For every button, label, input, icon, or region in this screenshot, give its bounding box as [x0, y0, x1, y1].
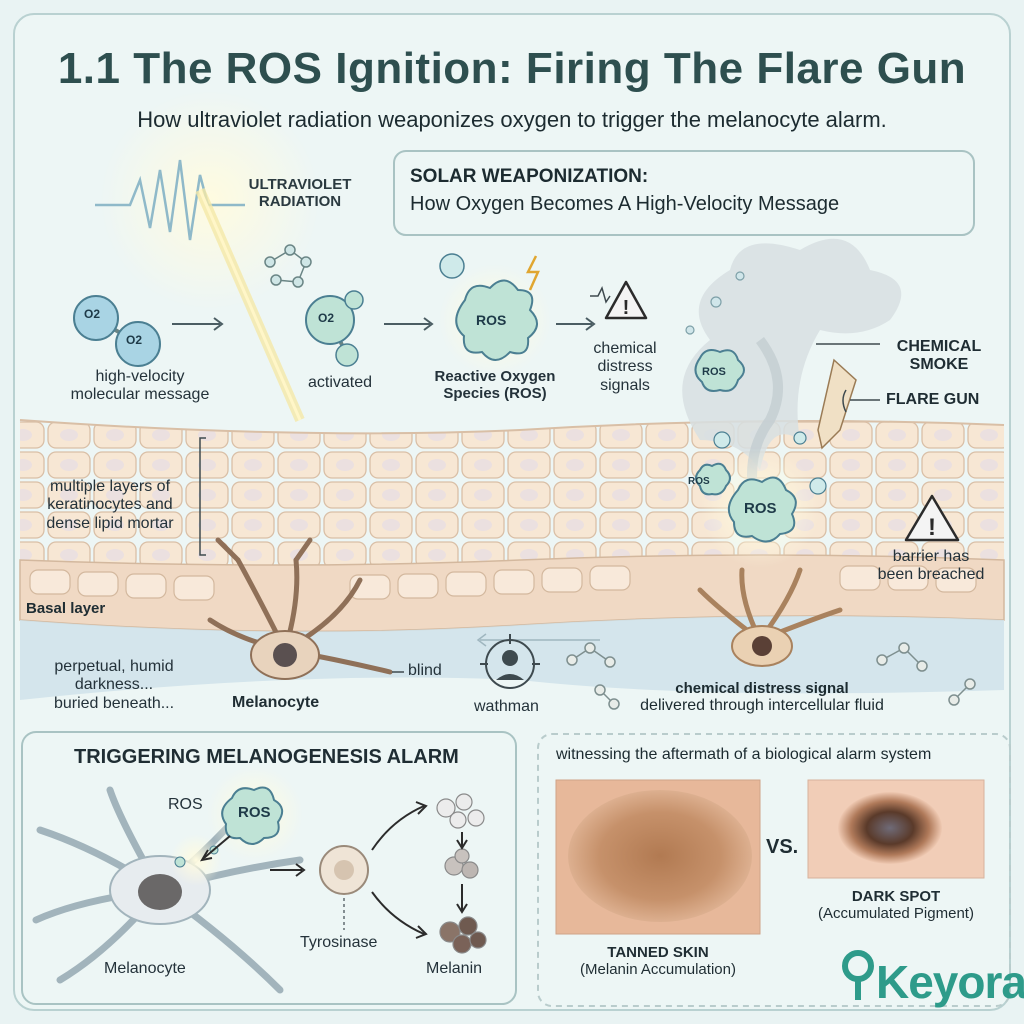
- ros-skin-text: ROS: [744, 500, 777, 517]
- vs-label: VS.: [766, 836, 799, 858]
- melanogenesis-heading: TRIGGERING MELANOGENESIS ALARM: [74, 746, 459, 768]
- callout-heading: SOLAR WEAPONIZATION:: [410, 166, 649, 187]
- darkness-caption: perpetual, humid darkness... buried bene…: [53, 658, 175, 712]
- tyrosinase-label: Tyrosinase: [300, 934, 378, 951]
- molecule-icon: [264, 244, 312, 288]
- ros-small-text: ROS: [688, 476, 710, 487]
- breach-caption: barrier has been breached: [877, 548, 985, 584]
- ros-smoke-text: ROS: [702, 366, 726, 378]
- ros-caption: Reactive Oxygen Species (ROS): [434, 368, 556, 403]
- ros-arrow-label: ROS: [168, 796, 203, 813]
- smoke-plume: [682, 238, 902, 470]
- flare-gun-label: FLARE GUN: [886, 391, 980, 408]
- keyora-logo-mark: [842, 950, 874, 1000]
- svg-text:!: !: [623, 297, 630, 319]
- page-title: 1.1 The ROS Ignition: Firing The Flare G…: [57, 44, 967, 93]
- svg-text:!: !: [928, 514, 936, 541]
- uv-zigzag-icon: [95, 159, 245, 241]
- tyrosinase-icon: [319, 845, 369, 895]
- callout-frame: [393, 150, 975, 236]
- signal-caption: chemical distress signal delivered throu…: [640, 680, 884, 715]
- o2-text-3: O2: [318, 311, 335, 325]
- ros-cell-skin-icon: [694, 349, 797, 543]
- layers-bracket: [199, 437, 206, 556]
- callout-subheading: How Oxygen Becomes A High-Velocity Messa…: [410, 193, 840, 215]
- ros-cell-text: ROS: [476, 312, 507, 328]
- distress-caption: chemical distress signals: [593, 340, 657, 394]
- bubble-icon: [439, 253, 465, 279]
- tanned-skin-caption: TANNED SKIN (Melanin Accumulation): [580, 944, 736, 979]
- keyora-logo: Keyora: [876, 956, 1024, 1008]
- uv-glow: [100, 90, 320, 310]
- melanocyte-label: Melanocyte: [232, 694, 320, 711]
- melanocyte-bottom-label: Melanocyte: [104, 960, 186, 977]
- activated-label: activated: [307, 374, 373, 391]
- uv-label: ULTRAVIOLET RADIATION: [248, 176, 352, 211]
- flare-gun-icon: [817, 358, 857, 450]
- page-subtitle: How ultraviolet radiation weaponizes oxy…: [137, 107, 887, 132]
- layers-caption: multiple layers of keratinocytes and den…: [46, 478, 174, 532]
- o2-molecule-icon: [73, 295, 161, 367]
- lightning-icon: [525, 255, 540, 291]
- warning-icon: [604, 280, 648, 320]
- watchman-icon: [480, 634, 540, 689]
- o2-text-1: O2: [84, 307, 101, 321]
- ros-bottom-icon: [221, 786, 284, 845]
- activated-o2-icon: [305, 290, 364, 367]
- ros-cell-icon: [455, 279, 538, 361]
- o2-text-2: O2: [126, 333, 143, 347]
- warning-right-icon: [904, 494, 960, 542]
- ros-bottom-text: ROS: [238, 804, 271, 821]
- dark-spot-caption: DARK SPOT (Accumulated Pigment): [818, 888, 974, 923]
- bottom-right-panel: [537, 733, 1011, 1007]
- bottom-left-panel: [21, 731, 517, 1005]
- melanin-label: Melanin: [426, 960, 483, 977]
- chemical-smoke-label: CHEMICAL SMOKE: [896, 338, 982, 374]
- o2-caption: high-velocity molecular message: [70, 368, 210, 404]
- pulse-icon: [590, 285, 611, 304]
- basal-layer-label: Basal layer: [26, 600, 106, 617]
- blind-label: blind: [408, 662, 442, 679]
- signal-molecules-icon: [566, 642, 976, 710]
- aftermath-heading: witnessing the aftermath of a biological…: [556, 746, 932, 763]
- melanin-steps-icon: [436, 793, 487, 954]
- watchman-label: wathman: [474, 698, 539, 715]
